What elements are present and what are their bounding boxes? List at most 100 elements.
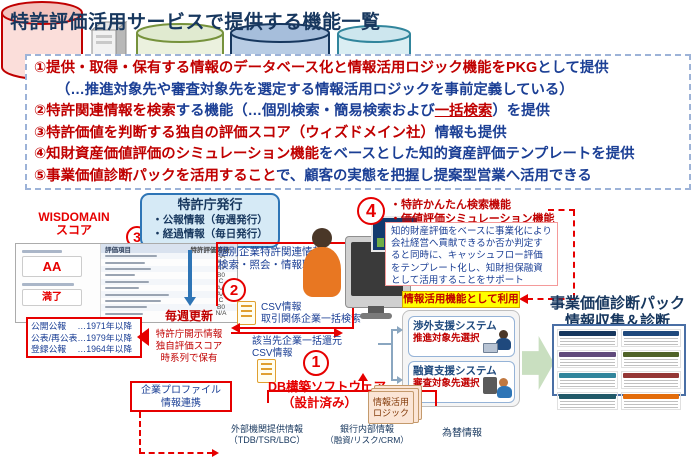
score-header-grade: 特許評価等級 [190, 246, 230, 254]
return-csv-label: 該当先企業一括還元 CSV情報 [252, 336, 342, 359]
slide-card-header [622, 394, 679, 399]
score-table-row: A+ [101, 265, 237, 272]
person-body-icon [303, 247, 341, 297]
slide-card [557, 329, 618, 347]
jpo-title: 特許庁発行 [177, 197, 243, 212]
wisdomain-label: WISDOMAIN スコア [28, 211, 120, 237]
step-4-badge: 4 [357, 197, 385, 225]
logic-line2: ロジック [372, 408, 409, 418]
placeholder-line [560, 379, 615, 381]
system1-action: 推進対象先選択 [413, 333, 480, 344]
placeholder-line [105, 312, 143, 315]
db-body-line2: 独自評価スコア [155, 341, 223, 352]
arrowhead-right-icon [334, 328, 343, 338]
connector-db-to-person-h [216, 242, 348, 244]
score-table-row: B0 [101, 304, 237, 311]
csv-document-icon [237, 301, 256, 325]
score-table-row: A+ [101, 259, 237, 266]
jpo-issued-box: 特許庁発行 ・公報情報（毎週発行） ・経過情報（毎日発行） [140, 193, 280, 248]
placeholder-line [560, 364, 615, 366]
cyl2-line1: 銀行内部情報 [339, 424, 394, 434]
wisdomain-label-line2: スコア [55, 223, 92, 237]
bracket-db-build [267, 390, 437, 392]
arrowhead-right-icon [397, 326, 403, 334]
score-table-row: AA [101, 284, 237, 292]
feature-6-text: で、顧客の実態を把握し提案型営業へ活用できる [276, 167, 592, 184]
placeholder-line [22, 250, 62, 253]
monitor-stand-icon [368, 306, 384, 314]
dashed-connector-stub [548, 209, 575, 211]
feature-5-text: をベースとした知的資産評価テンプレートを提供 [319, 146, 635, 162]
slide-card [557, 371, 618, 389]
profile-line1: 企業プロファイル [141, 385, 221, 396]
system2-name: 融資支援システム [413, 365, 497, 377]
feature-5-highlight: ④知財資産価値評価のシミュレーション機能 [34, 146, 320, 162]
patent-status-value: 満了 [22, 289, 82, 306]
feature4-line1: ・特許かんたん検索機能 [390, 199, 511, 211]
step-2-badge: 2 [222, 278, 246, 302]
placeholder-line [623, 406, 678, 408]
placeholder-line [560, 340, 615, 342]
score-table-row: AA [101, 253, 237, 260]
cyl2-line2: （融資/リスク/CRM） [325, 435, 409, 445]
step-1-badge: 1 [303, 350, 329, 376]
connector-to-system2 [391, 379, 399, 381]
slide-card-header [559, 331, 616, 336]
person-body-icon [497, 386, 512, 398]
feature-2-text: （…推進対象先や審査対象先を選定する情報活用ロジックを事前定義している） [56, 81, 574, 98]
gazette-arrowhead-icon [137, 328, 149, 346]
cyl1-label: 外部機関提供情報 （TDB/TSR/LBC） [222, 424, 312, 446]
loan-support-system-box: 融資支援システム 審査対象先選択 [408, 361, 515, 403]
score-grade: AA [216, 284, 226, 292]
cyl1-line2: （TDB/TSR/LBC） [228, 435, 306, 445]
slide-card [620, 329, 681, 347]
jpo-item-gazette: ・公報情報（毎週発行） [152, 214, 268, 226]
placeholder-line [623, 364, 678, 366]
logic-line1: 情報活用 [372, 397, 409, 407]
dashed-profile-v [139, 412, 141, 454]
placeholder-line [623, 382, 678, 384]
placeholder-line [105, 274, 135, 277]
score-table-row: C [101, 278, 237, 285]
placeholder-line [105, 267, 151, 270]
placeholder-line [623, 340, 678, 342]
db-body-line1: 特許庁開示情報 [155, 329, 223, 340]
feature-line-5: ④知財資産価値評価のシミュレーション機能をベースとした知的資産評価テンプレートを… [34, 144, 682, 166]
connector-server-systems [378, 343, 392, 345]
score-grade: C [218, 297, 224, 305]
placeholder-line [105, 255, 157, 258]
systems-container: 渉外支援システム 推進対象先選択 融資支援システム 審査対象先選択 [402, 310, 520, 407]
placeholder-line [105, 287, 139, 290]
features-panel: ①提供・取得・保有する情報のデータベース化と情報活用ロジック機能をPKGとして提… [25, 54, 691, 190]
mini-monitor-icon [483, 377, 497, 394]
placeholder-line [623, 403, 678, 405]
slide-card-header [559, 373, 616, 378]
score-grade: B0 [217, 271, 225, 279]
placeholder-line [105, 293, 169, 296]
placeholder-line [560, 403, 615, 405]
overall-grade-value: AA [22, 256, 82, 277]
placeholder-line [105, 261, 145, 264]
placeholder-line [560, 406, 615, 408]
arrowhead-right-icon [397, 376, 403, 384]
placeholder-line [623, 361, 678, 363]
bracket-stub-cyl3 [435, 390, 437, 406]
csv-search-line2: 取引関係企業一括検索 [261, 314, 361, 325]
page-title: 特許評価活用サービスで提供する機能一覧 [10, 12, 381, 33]
feature-1-text: として提供 [537, 60, 609, 76]
patent-db-cylinder [1, 1, 83, 80]
placeholder-line [623, 343, 678, 345]
slide-card [620, 392, 681, 410]
slide-card-header [622, 373, 679, 378]
query-label-line1: 個別企業特許関連情報 [218, 246, 323, 258]
gazette-coverage-box: 公開公報 …1971年以降 公表/再公表…1979年以降 登録公報 …1964年… [26, 317, 142, 358]
feature-6-highlight: ⑤事業価値診断パックを活用すること [34, 167, 277, 184]
return-label-line1: 該当先企業一括還元 [252, 336, 342, 347]
placeholder-line [623, 379, 678, 381]
connector-db-to-server [231, 332, 341, 334]
slide-card-header [622, 331, 679, 336]
gazette-line3: 登録公報 …1964年以降 [31, 344, 133, 354]
query-label-line2: 検索・照会・情報取得 [218, 258, 323, 271]
feature-line-4: ③特許価値を判断する独自の評価スコア（ウィズドメイン社）情報も提供 [34, 123, 682, 145]
